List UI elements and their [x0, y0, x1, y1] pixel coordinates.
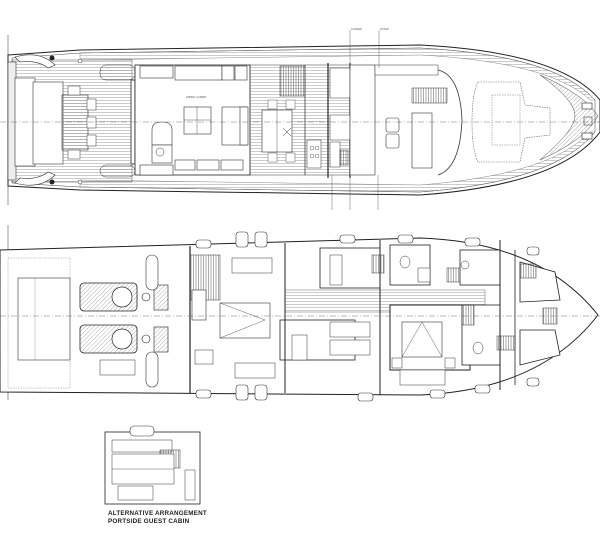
- portholes: [195, 231, 540, 402]
- svg-text:FABRIC CARPET: FABRIC CARPET: [186, 95, 207, 99]
- svg-text:CURVED: CURVED: [351, 27, 362, 31]
- alternative-arrangement-caption: ALTERNATIVE ARRANGEMENT PORTSIDE GUEST C…: [108, 510, 218, 526]
- main-deck-plan: FABRIC CARPET: [0, 27, 600, 210]
- caption-line-1: ALTERNATIVE ARRANGEMENT: [108, 510, 207, 517]
- engine-starboard: [79, 324, 169, 354]
- caption-line-2: PORTSIDE GUEST CABIN: [108, 518, 190, 525]
- lower-deck-plan: [0, 225, 600, 402]
- engine-port: [79, 282, 169, 312]
- alternative-cabin-plan: [104, 425, 201, 505]
- svg-text:SPTSR: SPTSR: [380, 27, 389, 31]
